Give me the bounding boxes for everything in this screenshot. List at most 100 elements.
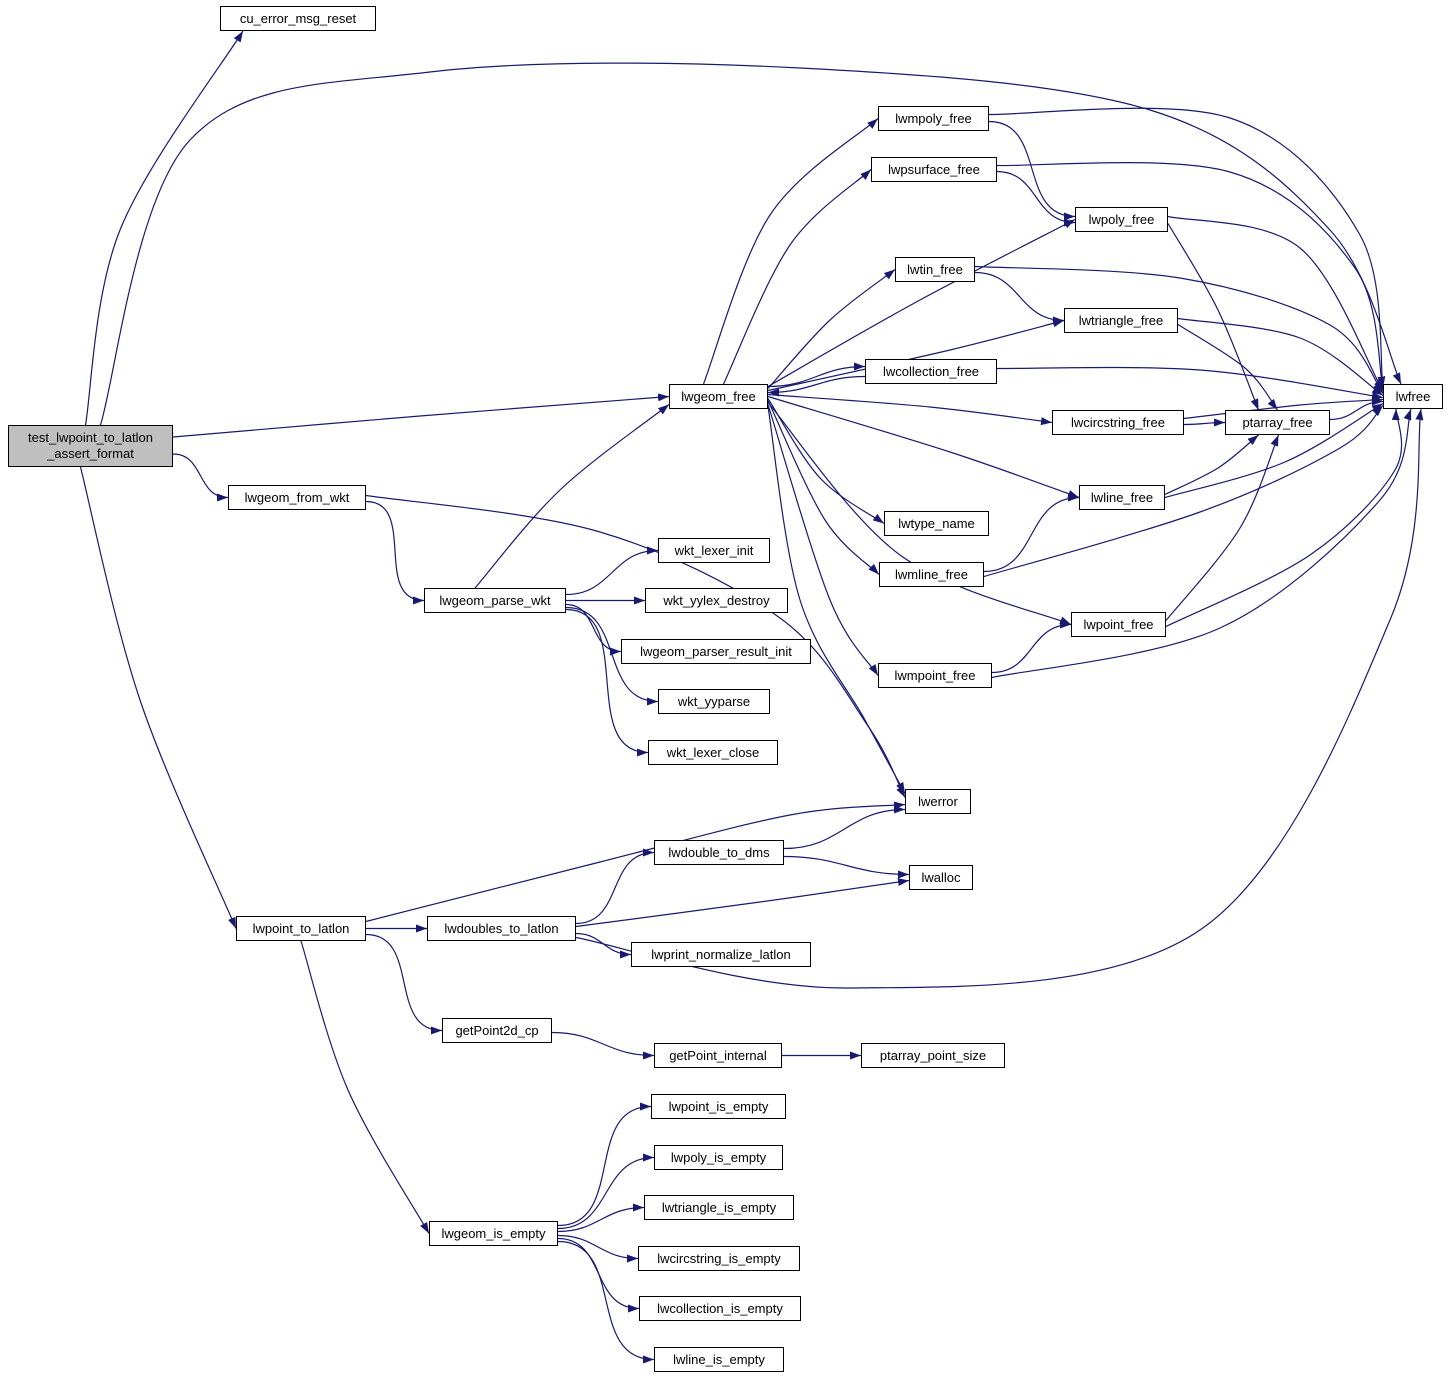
graph-node-lwmline_free[interactable]: lwmline_free	[879, 562, 984, 587]
edge-lwgeom_parse_wkt-to-wkt_yyparse	[565, 606, 659, 706]
edge-lwpoly_free-to-lwfree	[1167, 215, 1384, 392]
edge-lwgeom_is_empty-to-lwline_is_empty	[557, 1240, 655, 1364]
graph-node-lwpoly_is_empty[interactable]: lwpoly_is_empty	[654, 1145, 783, 1170]
edge-lwcollection_free-to-lwfree	[996, 366, 1384, 400]
edge-lwgeom_parse_wkt-to-wkt_lexer_close	[565, 608, 649, 757]
graph-node-lwdouble_to_dms[interactable]: lwdouble_to_dms	[654, 840, 784, 865]
edge-lwgeom_is_empty-to-lwpoly_is_empty	[557, 1153, 655, 1230]
graph-node-lwtriangle_is_empty[interactable]: lwtriangle_is_empty	[644, 1195, 794, 1220]
graph-node-lwpoint_to_latlon[interactable]: lwpoint_to_latlon	[236, 916, 366, 941]
edge-lwdoubles_to_latlon-to-lwdouble_to_dms	[575, 848, 655, 925]
graph-node-getPoint_internal[interactable]: getPoint_internal	[654, 1043, 782, 1068]
edge-lwmpoint_free-to-lwpoint_free	[991, 620, 1072, 674]
edge-lwpoint_to_latlon-to-getPoint2d_cp	[365, 933, 443, 1035]
graph-node-wkt_lexer_init[interactable]: wkt_lexer_init	[658, 538, 770, 563]
edge-lwcircstring_free-to-lwfree	[1183, 396, 1384, 420]
edge-lwpoint_to_latlon-to-lwgeom_is_empty	[300, 940, 430, 1234]
graph-node-ptarray_free[interactable]: ptarray_free	[1225, 410, 1330, 435]
graph-node-lwgeom_free[interactable]: lwgeom_free	[669, 384, 768, 409]
edge-lwgeom_free-to-lwpsurface_free	[722, 169, 872, 385]
graph-node-lwline_is_empty[interactable]: lwline_is_empty	[654, 1347, 784, 1372]
edge-test-to-lwgeom_free	[172, 393, 670, 438]
graph-node-lwdoubles_to_latlon[interactable]: lwdoubles_to_latlon	[427, 916, 576, 941]
graph-node-lwpsurface_free[interactable]: lwpsurface_free	[871, 157, 997, 182]
edge-test-to-lwgeom_from_wkt	[172, 453, 229, 502]
graph-node-lwtype_name[interactable]: lwtype_name	[884, 511, 989, 536]
edge-lwdouble_to_dms-to-lwalloc	[783, 855, 910, 879]
graph-node-lwcollection_free[interactable]: lwcollection_free	[865, 359, 997, 384]
edge-ptarray_free-to-lwfree	[1329, 397, 1384, 421]
graph-node-lwprint_normalize_latlon[interactable]: lwprint_normalize_latlon	[631, 942, 811, 967]
edge-lwgeom_free-to-lwerror	[767, 406, 906, 794]
edge-lwgeom_parse_wkt-to-wkt_lexer_init	[565, 546, 659, 596]
graph-node-lwmpoly_free[interactable]: lwmpoly_free	[878, 106, 989, 131]
edge-lwcircstring_free-to-ptarray_free	[1183, 418, 1226, 427]
edge-lwgeom_parse_wkt-to-lwgeom_free	[474, 404, 670, 589]
edge-test-to-cu_error_msg_reset	[84, 30, 244, 426]
edge-lwgeom_is_empty-to-lwcircstring_is_empty	[557, 1234, 639, 1263]
edge-lwtriangle_free-to-lwfree	[1177, 317, 1384, 396]
edge-test-to-lwpoint_to_latlon	[79, 466, 237, 929]
edge-test-to-lwfree	[99, 62, 1402, 426]
graph-node-lwfree[interactable]: lwfree	[1383, 384, 1443, 409]
graph-node-lwpoint_free[interactable]: lwpoint_free	[1071, 612, 1166, 637]
graph-node-lwgeom_parse_wkt[interactable]: lwgeom_parse_wkt	[424, 588, 566, 613]
graph-node-lwpoly_free[interactable]: lwpoly_free	[1075, 207, 1168, 232]
edge-lwgeom_is_empty-to-lwtriangle_is_empty	[557, 1203, 645, 1233]
edge-lwpoint_free-to-ptarray_free	[1165, 434, 1280, 621]
edge-lwtin_free-to-lwfree	[974, 265, 1384, 394]
edge-lwgeom_is_empty-to-lwpoint_is_empty	[557, 1102, 652, 1227]
edge-lwcollection_free-to-lwgeom_free	[767, 375, 866, 397]
edge-lwgeom_free-to-lwpoint_free	[767, 402, 1072, 626]
graph-node-test: test_lwpoint_to_latlon _assert_format	[8, 425, 173, 467]
graph-node-wkt_yyparse[interactable]: wkt_yyparse	[658, 689, 770, 714]
edge-getPoint2d_cp-to-getPoint_internal	[551, 1031, 655, 1060]
edge-lwpoly_free-to-ptarray_free	[1167, 223, 1260, 411]
edge-lwgeom_free-to-lwtin_free	[767, 269, 896, 389]
graph-node-lwerror[interactable]: lwerror	[905, 789, 971, 814]
edge-lwgeom_parse_wkt-to-lwgeom_parser_result_init	[565, 603, 622, 656]
edge-lwdoubles_to_latlon-to-lwfree	[575, 408, 1424, 989]
graph-node-wkt_yylex_destroy[interactable]: wkt_yylex_destroy	[645, 588, 788, 613]
edge-lwgeom_free-to-lwpoly_free	[767, 218, 1076, 388]
graph-node-lwgeom_is_empty[interactable]: lwgeom_is_empty	[429, 1221, 558, 1246]
graph-node-lwtin_free[interactable]: lwtin_free	[895, 257, 975, 282]
edge-lwtin_free-to-lwtriangle_free	[974, 271, 1065, 325]
edge-lwmpoly_free-to-lwpoly_free	[988, 120, 1076, 221]
graph-node-lwtriangle_free[interactable]: lwtriangle_free	[1064, 308, 1178, 333]
edge-lwpsurface_free-to-lwpoly_free	[996, 170, 1076, 227]
edge-lwgeom_free-to-lwmline_free	[767, 400, 880, 575]
edge-lwmline_free-to-lwfree	[983, 405, 1384, 578]
graph-node-cu_error_msg_reset[interactable]: cu_error_msg_reset	[220, 6, 376, 31]
edge-lwdoubles_to_latlon-to-lwalloc	[575, 878, 910, 928]
graph-node-lwcollection_is_empty[interactable]: lwcollection_is_empty	[639, 1296, 801, 1321]
graph-node-lwcircstring_is_empty[interactable]: lwcircstring_is_empty	[638, 1246, 800, 1271]
edge-lwgeom_free-to-lwline_free	[767, 395, 1080, 499]
edge-lwmpoint_free-to-lwfree	[991, 408, 1412, 679]
graph-node-lwline_free[interactable]: lwline_free	[1079, 485, 1165, 510]
edge-lwgeom_from_wkt-to-lwgeom_parse_wkt	[365, 500, 425, 605]
edge-lwline_free-to-ptarray_free	[1164, 434, 1259, 496]
graph-node-getPoint2d_cp[interactable]: getPoint2d_cp	[442, 1018, 552, 1043]
edge-lwgeom_free-to-lwcollection_free	[767, 362, 866, 388]
graph-node-lwgeom_from_wkt[interactable]: lwgeom_from_wkt	[228, 485, 366, 510]
edge-lwgeom_free-to-lwmpoly_free	[702, 118, 879, 385]
graph-node-lwmpoint_free[interactable]: lwmpoint_free	[878, 663, 992, 688]
graph-node-lwcircstring_free[interactable]: lwcircstring_free	[1052, 410, 1184, 435]
edge-lwgeom_free-to-lwmpoint_free	[767, 404, 879, 676]
edge-lwmline_free-to-lwline_free	[983, 493, 1080, 573]
graph-node-ptarray_point_size[interactable]: ptarray_point_size	[861, 1043, 1005, 1068]
edge-lwpsurface_free-to-lwfree	[996, 162, 1385, 390]
graph-node-lwalloc[interactable]: lwalloc	[909, 865, 973, 890]
edge-lwline_free-to-lwfree	[1164, 402, 1384, 499]
edge-lwtriangle_free-to-ptarray_free	[1177, 323, 1278, 411]
edge-lwdouble_to_dms-to-lwerror	[783, 805, 906, 850]
graph-node-lwgeom_parser_result_init[interactable]: lwgeom_parser_result_init	[621, 639, 811, 664]
edge-lwpoint_free-to-lwfree	[1165, 408, 1403, 628]
graph-node-lwpoint_is_empty[interactable]: lwpoint_is_empty	[651, 1094, 786, 1119]
edge-lwgeom_free-to-lwtriangle_free	[767, 319, 1065, 392]
graph-node-wkt_lexer_close[interactable]: wkt_lexer_close	[648, 740, 778, 765]
edge-lwpoint_to_latlon-to-lwerror	[365, 801, 906, 923]
edge-lwgeom_free-to-lwcircstring_free	[767, 393, 1053, 426]
